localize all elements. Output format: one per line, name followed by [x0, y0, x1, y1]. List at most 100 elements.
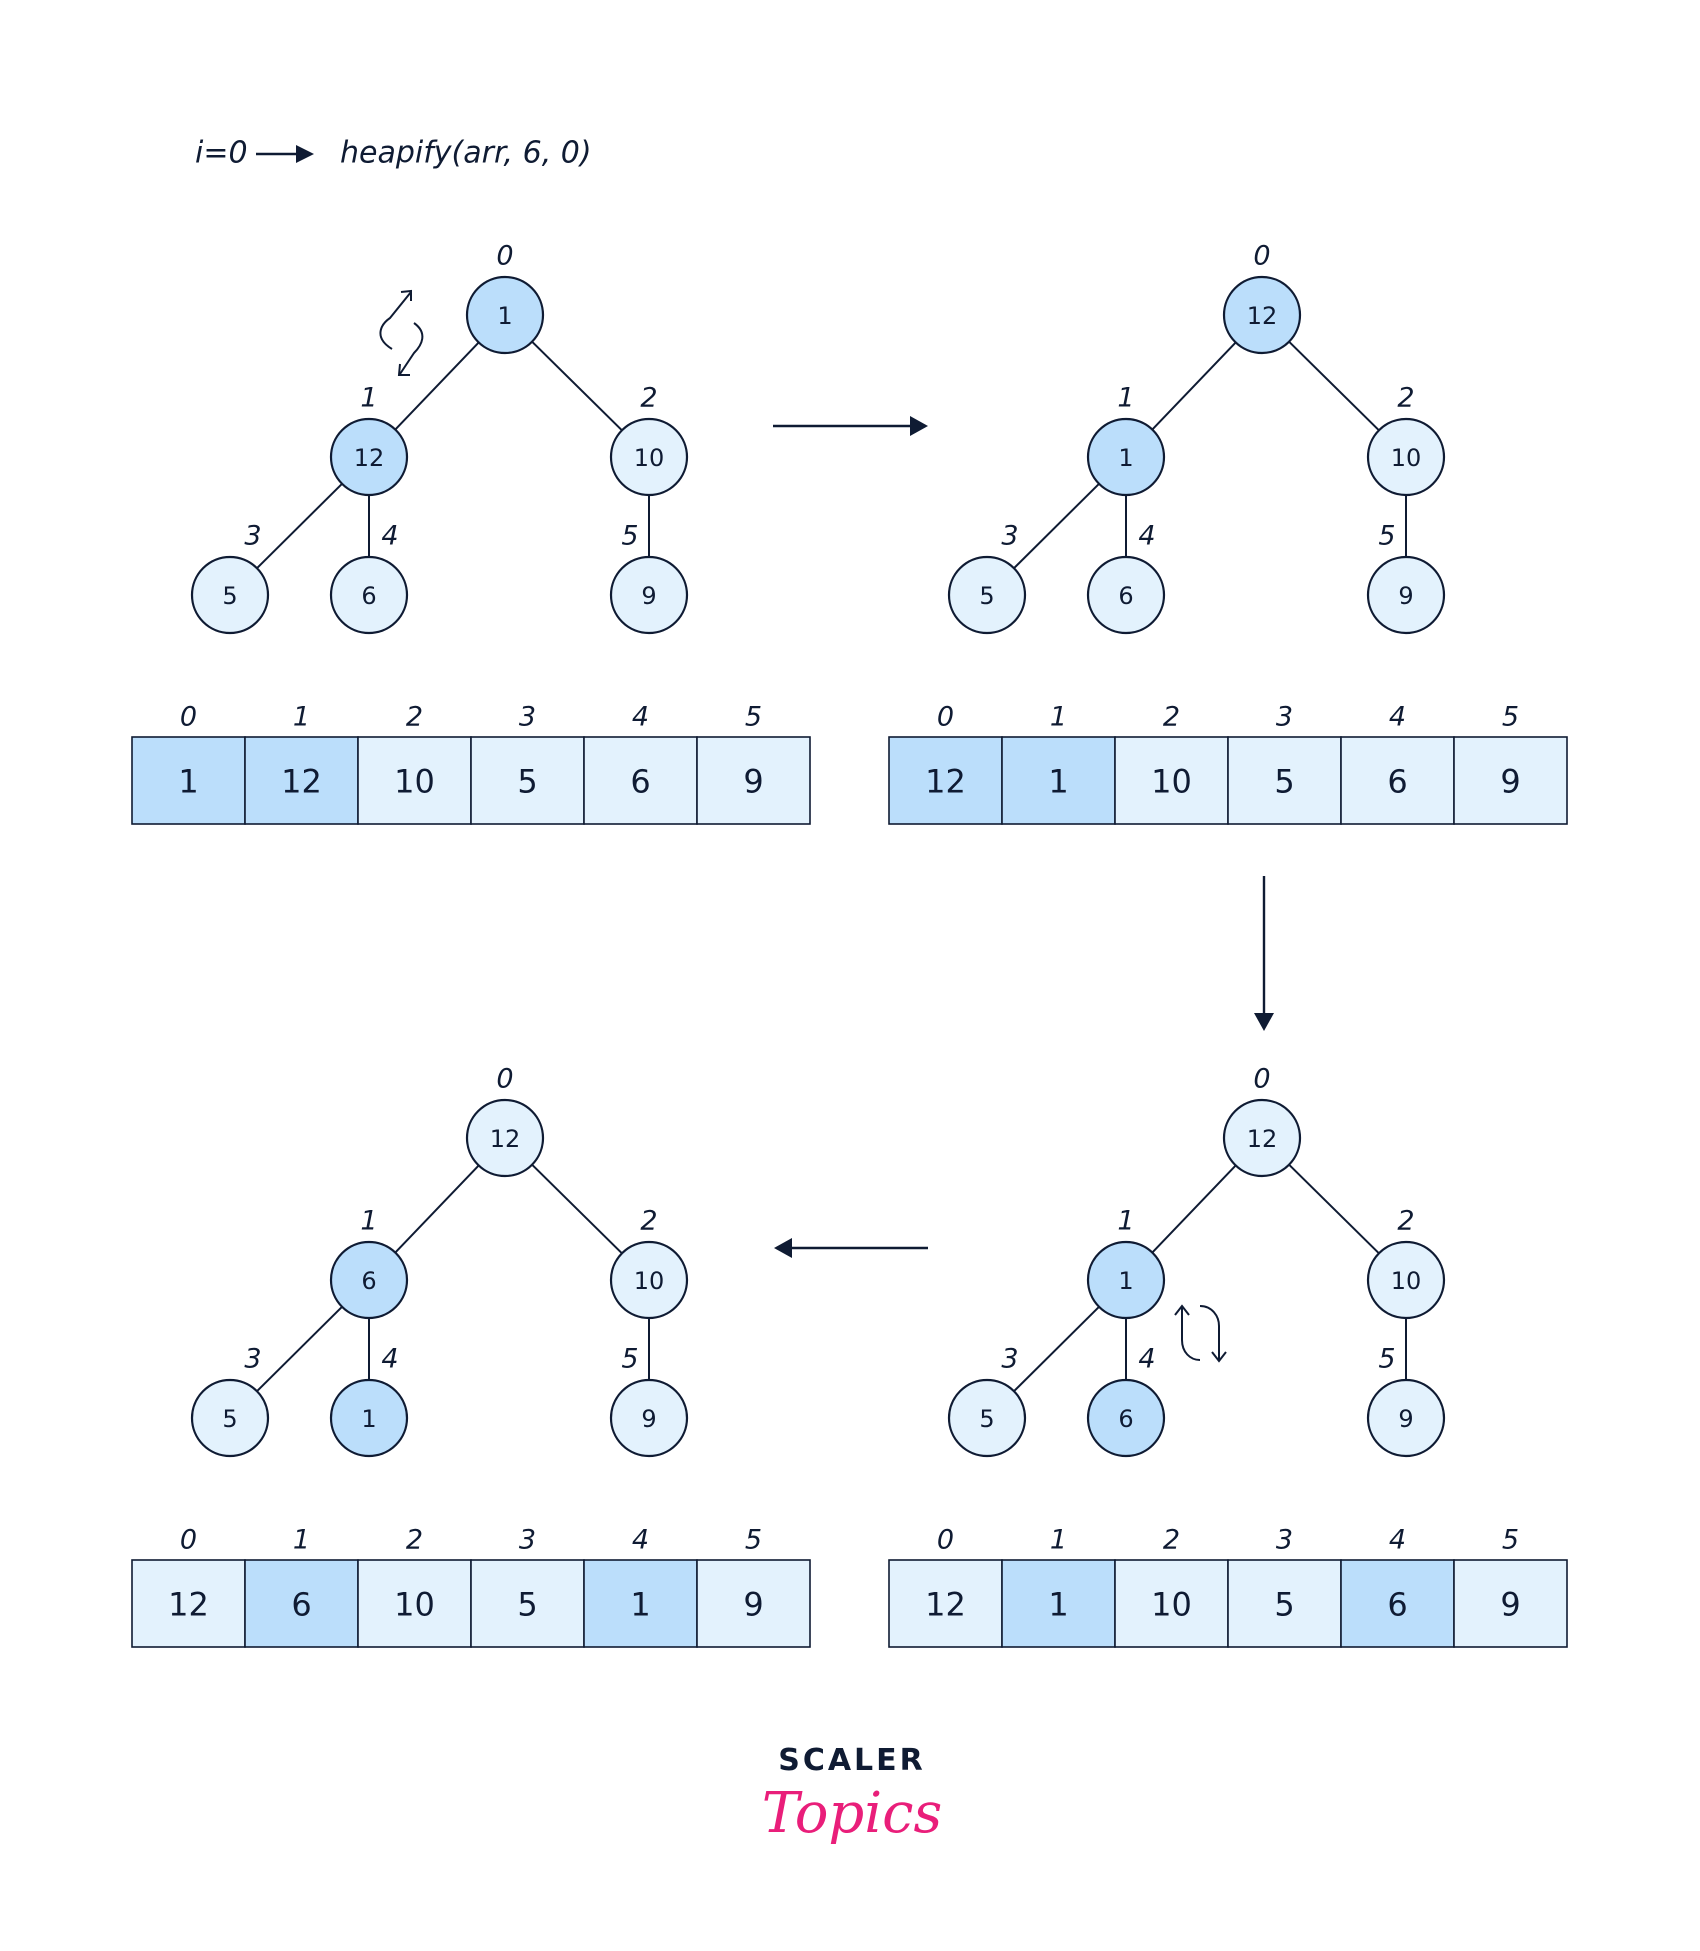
array-cell	[1340, 736, 1455, 825]
logo-topics-text: Topics	[762, 1781, 943, 1846]
tree-node: 12	[465, 1098, 545, 1178]
array-cell	[583, 1559, 698, 1648]
node-index-label: 3	[244, 1344, 261, 1375]
node-value: 6	[361, 1267, 376, 1295]
node-circle	[1222, 1098, 1302, 1178]
tree-node: 5	[190, 1378, 270, 1458]
node-circle	[329, 555, 409, 635]
tree-edge	[1151, 341, 1237, 431]
node-index-label: 4	[381, 521, 398, 552]
node-circle	[1366, 1378, 1446, 1458]
array-cell	[244, 1559, 359, 1648]
node-index-label: 4	[1138, 1344, 1155, 1375]
scaler-topics-logo: SCALER Topics	[762, 1743, 943, 1846]
tree-node: 9	[609, 1378, 689, 1458]
node-value: 1	[1118, 444, 1133, 472]
array-cell-value: 12	[925, 1586, 966, 1624]
tree-edge	[256, 1306, 343, 1392]
tree-edge	[394, 341, 480, 431]
array-cell-value: 1	[1048, 763, 1068, 801]
array-cell	[1114, 736, 1229, 825]
array-index-label: 1	[293, 1525, 310, 1556]
array-index-label: 2	[1163, 702, 1180, 733]
node-value: 10	[634, 1267, 665, 1295]
array-index-label: 1	[1050, 702, 1067, 733]
array-cell-value: 1	[178, 763, 198, 801]
array-index-label: 1	[293, 702, 310, 733]
node-value: 10	[1391, 1267, 1422, 1295]
tree-node: 1	[329, 1378, 409, 1458]
node-index-label: 0	[496, 1064, 513, 1095]
tree-node: 1	[465, 275, 545, 355]
array-cell	[131, 1559, 246, 1648]
flow-arrow-left	[774, 1238, 928, 1258]
node-value: 9	[1398, 582, 1413, 610]
tree-node: 5	[947, 555, 1027, 635]
node-circle	[465, 1098, 545, 1178]
array-cell	[1227, 1559, 1342, 1648]
node-value: 12	[490, 1125, 521, 1153]
array-index-label: 4	[1389, 1525, 1406, 1556]
node-circle	[190, 1378, 270, 1458]
tree-node: 5	[947, 1378, 1027, 1458]
tree-edge	[531, 1163, 623, 1255]
node-index-label: 0	[1253, 1064, 1270, 1095]
node-index-label: 0	[1253, 241, 1270, 272]
array-cell	[1114, 1559, 1229, 1648]
node-value: 5	[979, 582, 994, 610]
node-value: 6	[1118, 1405, 1133, 1433]
tree-node: 12	[329, 417, 409, 497]
array-cell-value: 1	[630, 1586, 650, 1624]
array-cell-value: 5	[517, 763, 537, 801]
node-index-label: 2	[1397, 383, 1414, 414]
node-circle	[1086, 1240, 1166, 1320]
node-value: 10	[634, 444, 665, 472]
node-index-label: 1	[360, 1206, 377, 1237]
node-index-label: 1	[1117, 1206, 1134, 1237]
array-cell-value: 10	[394, 763, 435, 801]
tree-node: 9	[1366, 1378, 1446, 1458]
array-index-label: 5	[745, 702, 762, 733]
array-cell	[583, 736, 698, 825]
node-index-label: 0	[496, 241, 513, 272]
array-cell-value: 10	[394, 1586, 435, 1624]
node-circle	[947, 1378, 1027, 1458]
node-circle	[1086, 1378, 1166, 1458]
array-cell-value: 9	[1500, 1586, 1520, 1624]
heapify-call-label: heapify(arr, 6, 0)	[340, 136, 592, 171]
array-index-label: 3	[519, 1525, 536, 1556]
tree-node: 9	[609, 555, 689, 635]
node-value: 12	[354, 444, 385, 472]
array-cell-value: 6	[1387, 1586, 1407, 1624]
array-cell-value: 9	[743, 1586, 763, 1624]
array-index-label: 3	[1276, 702, 1293, 733]
tree-node: 12	[1222, 1098, 1302, 1178]
node-value: 9	[641, 1405, 656, 1433]
node-value: 9	[1398, 1405, 1413, 1433]
node-circle	[329, 1378, 409, 1458]
tree-node: 10	[1366, 1240, 1446, 1320]
array-index-label: 3	[1276, 1525, 1293, 1556]
array-index-label: 0	[180, 702, 197, 733]
node-circle	[609, 1378, 689, 1458]
array-cell	[888, 736, 1003, 825]
node-value: 6	[1118, 582, 1133, 610]
node-value: 5	[222, 582, 237, 610]
array-cell	[1001, 1559, 1116, 1648]
header-arrow-icon	[256, 145, 314, 163]
tree-edge	[1013, 1306, 1100, 1392]
array-index-label: 0	[937, 1525, 954, 1556]
flow-arrow-down	[1254, 876, 1274, 1031]
array-cell	[1001, 736, 1116, 825]
array-cell-value: 6	[630, 763, 650, 801]
tree-node: 6	[329, 555, 409, 635]
array-cell-value: 5	[517, 1586, 537, 1624]
array-index-label: 2	[406, 1525, 423, 1556]
array-index-label: 5	[1502, 1525, 1519, 1556]
node-circle	[609, 555, 689, 635]
